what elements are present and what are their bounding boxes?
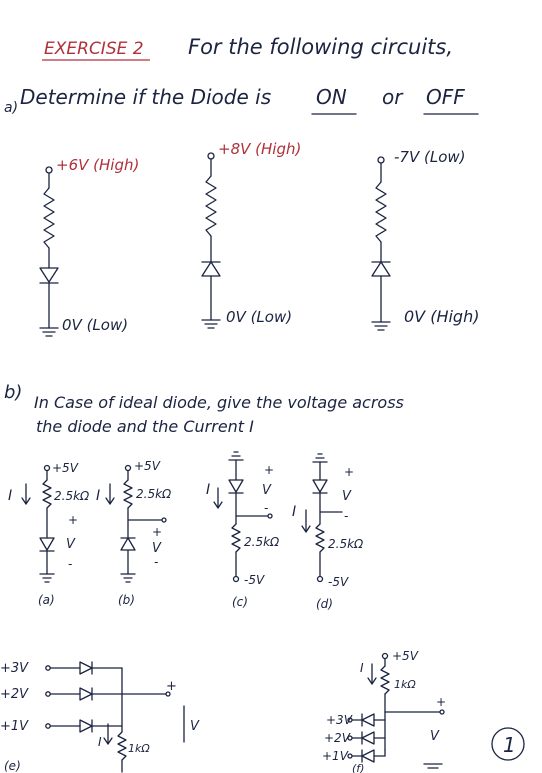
part-b-line-1: In Case of ideal diode, give the voltage… [34,393,404,412]
e-out-plus: + [166,679,177,694]
b-b-resistor: 2.5kΩ [136,487,172,501]
b-c-resistor: 2.5kΩ [244,535,280,549]
e-input-2: +2V [0,687,29,702]
b-d-voltage: V [342,489,352,504]
part-b-marker: b) [4,382,22,403]
f-label: (f) [352,762,364,773]
b-b-label: (b) [118,593,135,607]
b-a-plus: + [68,513,78,527]
e-input-3: +1V [0,719,29,734]
f-out-plus: + [436,695,446,709]
b-c-current: I [206,482,210,498]
part-c-circuit-e: +3V +2V +1V I 1kΩ + V (e) [0,661,200,773]
exercise-title: EXERCISE 2 [44,39,144,59]
part-b-line-2: the diode and the Current I [36,417,254,436]
b-d-resistor: 2.5kΩ [328,537,364,551]
b-d-supply: -5V [328,575,349,589]
b-a-label: (a) [38,593,55,607]
b-c-label: (c) [232,595,248,609]
or-word: or [382,85,404,109]
instruction-line-1: For the following circuits, [188,35,453,59]
e-resistor: 1kΩ [128,742,150,755]
circuit-2-top-label: +8V (High) [218,140,301,158]
b-d-plus: + [344,465,354,479]
f-input-2: +2V [324,731,351,745]
part-c-circuit-f: +5V 1kΩ I +3V +2V +1V + V (f) [322,649,446,773]
b-b-current: I [96,488,100,504]
e-label: (e) [4,759,21,773]
b-b-voltage: V [152,541,162,556]
b-c-supply: -5V [244,573,265,587]
b-c-plus: + [264,463,274,477]
f-out-v: V [430,729,440,744]
b-a-supply: +5V [52,461,79,475]
b-b-minus: - [154,555,158,569]
f-input-1: +3V [326,713,353,727]
part-a-circuit-2: +8V (High) 0V (Low) [201,140,301,329]
b-a-voltage: V [66,537,76,552]
e-input-1: +3V [0,661,29,676]
e-out-v: V [190,719,200,734]
b-c-minus: - [264,501,268,515]
part-b-circuit-b: +5V 2.5kΩ I + V - (b) [96,459,172,607]
part-a-marker: a) [4,100,18,116]
page-number: 1 [503,733,516,757]
e-current: I [98,735,102,749]
on-word: ON [316,85,347,109]
b-b-plus: + [152,525,162,539]
b-c-voltage: V [262,483,272,498]
circuit-3-bottom-label: 0V (High) [404,307,479,326]
circuit-1-bottom-label: 0V (Low) [62,316,128,334]
instruction-line-2: Determine if the Diode is [20,85,271,109]
b-a-current: I [8,488,12,504]
f-supply: +5V [392,649,419,663]
part-b-circuit-c: -5V 2.5kΩ I + V - (c) [206,451,280,609]
part-a-circuit-3: -7V (Low) 0V (High) [371,148,479,331]
b-d-minus: - [344,509,348,523]
off-word: OFF [426,85,465,109]
circuit-1-top-label: +6V (High) [56,156,139,174]
part-b-circuit-d: -5V 2.5kΩ I + V - (d) [292,453,364,611]
circuit-2-bottom-label: 0V (Low) [226,308,292,326]
f-resistor: 1kΩ [394,678,416,691]
b-d-current: I [292,504,296,520]
circuit-3-top-label: -7V (Low) [394,148,466,166]
part-a-circuit-1: +6V (High) 0V (Low) [39,156,139,337]
b-d-label: (d) [316,597,333,611]
f-input-3: +1V [322,749,349,763]
b-b-supply: +5V [134,459,161,473]
b-a-minus: - [68,557,72,571]
f-current: I [360,661,364,675]
b-a-resistor: 2.5kΩ [54,489,90,503]
part-b-circuit-a: +5V 2.5kΩ I + V - (a) [8,461,90,607]
page-number-circle [491,727,525,761]
